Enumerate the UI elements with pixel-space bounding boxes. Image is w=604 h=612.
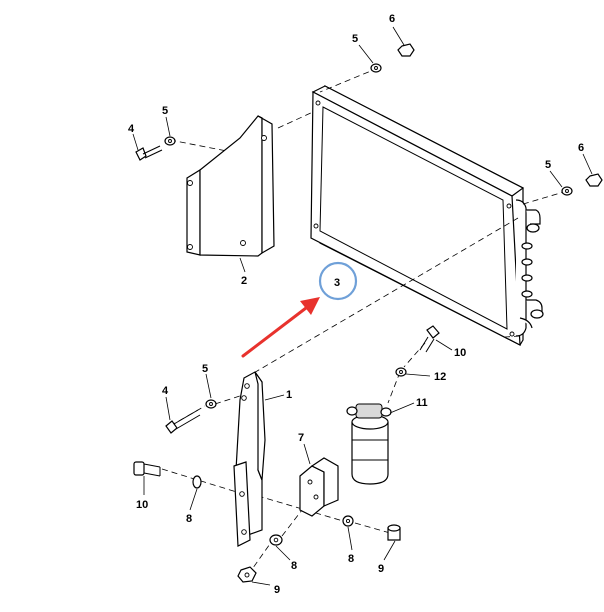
upper-bracket [186, 115, 275, 257]
receiver-drier [346, 403, 392, 485]
callout-3: 3 [334, 277, 340, 289]
callout-6-top: 6 [389, 13, 395, 25]
callout-4-upper: 4 [128, 123, 135, 135]
leader-lines [132, 26, 593, 586]
condenser-frame [310, 91, 521, 347]
callout-9-left: 9 [274, 584, 280, 596]
condenser-fittings [515, 199, 544, 337]
highlight-circle [318, 261, 358, 301]
callout-10-right: 10 [454, 347, 466, 359]
callout-5-lower: 5 [202, 363, 208, 375]
callout-5-upper-left: 5 [162, 105, 168, 117]
callout-labels: 6 5 5 4 2 3 5 6 10 12 5 4 1 11 7 10 8 8 … [128, 13, 584, 596]
bolt-4-lower [165, 409, 201, 434]
callout-4-lower: 4 [162, 385, 169, 397]
highlight-arrow-shaft [241, 306, 308, 358]
callout-10-left: 10 [136, 499, 148, 511]
condenser-core [319, 106, 508, 330]
callout-12: 12 [434, 371, 446, 383]
callout-1: 1 [286, 389, 292, 401]
washer-8-left [192, 475, 202, 489]
lower-bracket [233, 371, 266, 547]
bolt-10-left [133, 461, 161, 477]
callout-8-right: 8 [348, 553, 354, 565]
nut-9-left [237, 566, 257, 583]
callout-7: 7 [298, 432, 304, 444]
drier-bracket [299, 457, 339, 517]
nut-9-right [387, 524, 401, 541]
callout-8-middle: 8 [291, 560, 297, 572]
condenser-assembly [310, 85, 544, 347]
callout-6-right: 6 [578, 142, 584, 154]
nut-6-top [397, 43, 415, 57]
highlight-overlay [241, 261, 358, 358]
bolt-4-upper [135, 145, 163, 161]
callout-8-left: 8 [186, 513, 192, 525]
callout-5-top: 5 [352, 33, 358, 45]
highlight-arrow-head [300, 297, 320, 315]
callout-2: 2 [241, 275, 247, 287]
callout-9-right: 9 [378, 563, 384, 575]
callout-11: 11 [416, 397, 428, 409]
bolt-10-right [419, 325, 440, 353]
nut-6-right [585, 173, 603, 187]
callout-5-right: 5 [545, 159, 551, 171]
